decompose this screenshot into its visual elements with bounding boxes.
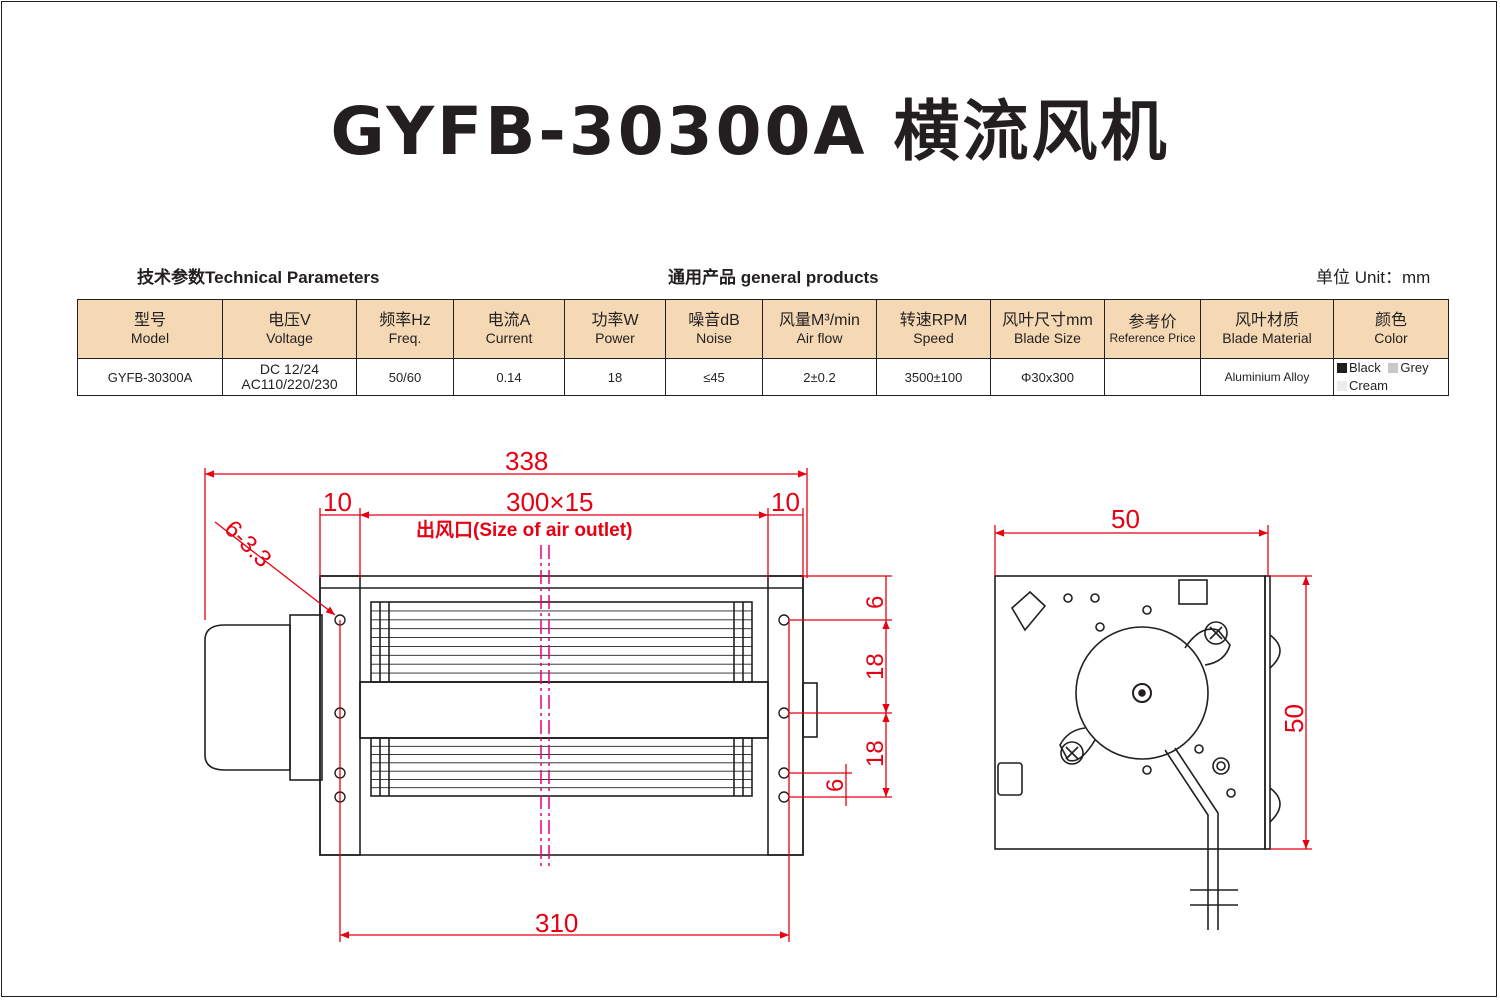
cell-price: [1104, 358, 1201, 396]
right-bracket: [767, 575, 804, 856]
front-view: [204, 575, 818, 856]
swatch-cream-icon: [1337, 381, 1347, 391]
cell-material: Aluminium Alloy: [1200, 358, 1334, 396]
swatch-black-icon: [1337, 363, 1347, 373]
center-line: [540, 545, 550, 868]
tech-params-heading: 技术参数Technical Parameters: [137, 268, 380, 287]
hole: [778, 767, 790, 779]
dim-overall: 338: [505, 446, 548, 476]
dim-outlet: 300×15: [506, 487, 593, 517]
dim-v2: 18: [862, 653, 889, 680]
bump-bottom: [1269, 787, 1281, 823]
screw-icon: [1060, 741, 1084, 765]
impeller-top: [370, 601, 753, 683]
cable: [1164, 747, 1219, 930]
dim-base: 310: [535, 908, 578, 938]
side-dimensions: [994, 525, 1312, 850]
dim-right-margin: 10: [771, 487, 800, 517]
motor-flange: [289, 614, 323, 781]
dim-side-width: 50: [1111, 504, 1140, 534]
dim-v3: 18: [862, 740, 889, 767]
mounting-holes: [334, 614, 790, 803]
cell-speed: 3500±100: [876, 358, 991, 396]
cell-freq: 50/60: [356, 358, 454, 396]
outlet-label: 出风口(Size of air outlet): [416, 518, 632, 541]
general-products-heading: 通用产品 general products: [668, 268, 879, 287]
dim-v1: 6: [862, 596, 889, 609]
housing-outline: [319, 575, 804, 856]
screw-icon: [1204, 621, 1228, 645]
side-latch: [1010, 590, 1047, 632]
cell-current: 0.14: [453, 358, 565, 396]
dim-side-height: 50: [1279, 704, 1309, 733]
swatch-grey-icon: [1388, 363, 1399, 373]
right-bearing: [802, 682, 818, 738]
bump-top: [1269, 634, 1281, 669]
side-dimension-labels: 50 50: [1111, 504, 1309, 733]
unit-label: 单位 Unit：mm: [1316, 268, 1431, 287]
front-dimensions: [204, 468, 892, 942]
motor-body: [204, 624, 291, 771]
dim-left-margin: 10: [323, 487, 352, 517]
cell-noise: ≤45: [665, 358, 763, 396]
dim-v4: 6: [822, 779, 849, 792]
page-title: GYFB-30300A 横流风机: [330, 93, 1170, 170]
hole: [778, 707, 790, 719]
dim-holes: 6-3.3: [219, 515, 277, 573]
front-dimension-labels: 338 10 300×15 10 出风口(Size of air outlet)…: [219, 446, 889, 938]
motor-disk: [1075, 626, 1209, 760]
cell-power: 18: [564, 358, 666, 396]
side-view: [994, 575, 1281, 930]
cell-color: Black Grey Cream: [1333, 358, 1449, 396]
hole: [778, 614, 790, 626]
hole: [778, 791, 790, 803]
side-tab-top: [1178, 579, 1208, 605]
impeller-blade-lines: [371, 610, 752, 789]
side-tab-left: [997, 762, 1023, 796]
outlet-band: [359, 681, 769, 739]
shaft: [1132, 683, 1152, 703]
